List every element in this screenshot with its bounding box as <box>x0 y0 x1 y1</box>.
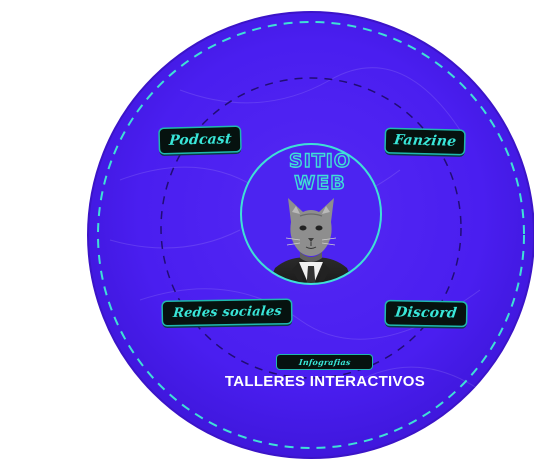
footer-title: TALLERES INTERACTIVOS <box>224 373 426 390</box>
node-fanzine-label: Fanzine <box>392 132 458 150</box>
node-infografias[interactable]: Infografias <box>277 355 372 369</box>
node-infografias-label: Infografias <box>298 357 351 367</box>
center-circle-ring <box>240 143 382 285</box>
center-title-line1: SITIO <box>288 149 351 172</box>
node-discord[interactable]: Discord <box>385 301 467 326</box>
center-title: SITIO WEB <box>265 149 375 194</box>
cat-in-suit-icon <box>262 198 360 284</box>
center-title-line2: WEB <box>294 171 346 194</box>
node-redes-sociales-label: Redes sociales <box>171 304 283 321</box>
node-discord-label: Discord <box>394 304 458 322</box>
outer-dashed-ring <box>97 21 525 449</box>
node-podcast-label: Podcast <box>168 131 232 149</box>
inner-dashed-ring <box>160 77 462 379</box>
node-podcast[interactable]: Podcast <box>159 126 241 154</box>
node-redes-sociales[interactable]: Redes sociales <box>162 299 292 326</box>
node-fanzine[interactable]: Fanzine <box>385 128 465 155</box>
